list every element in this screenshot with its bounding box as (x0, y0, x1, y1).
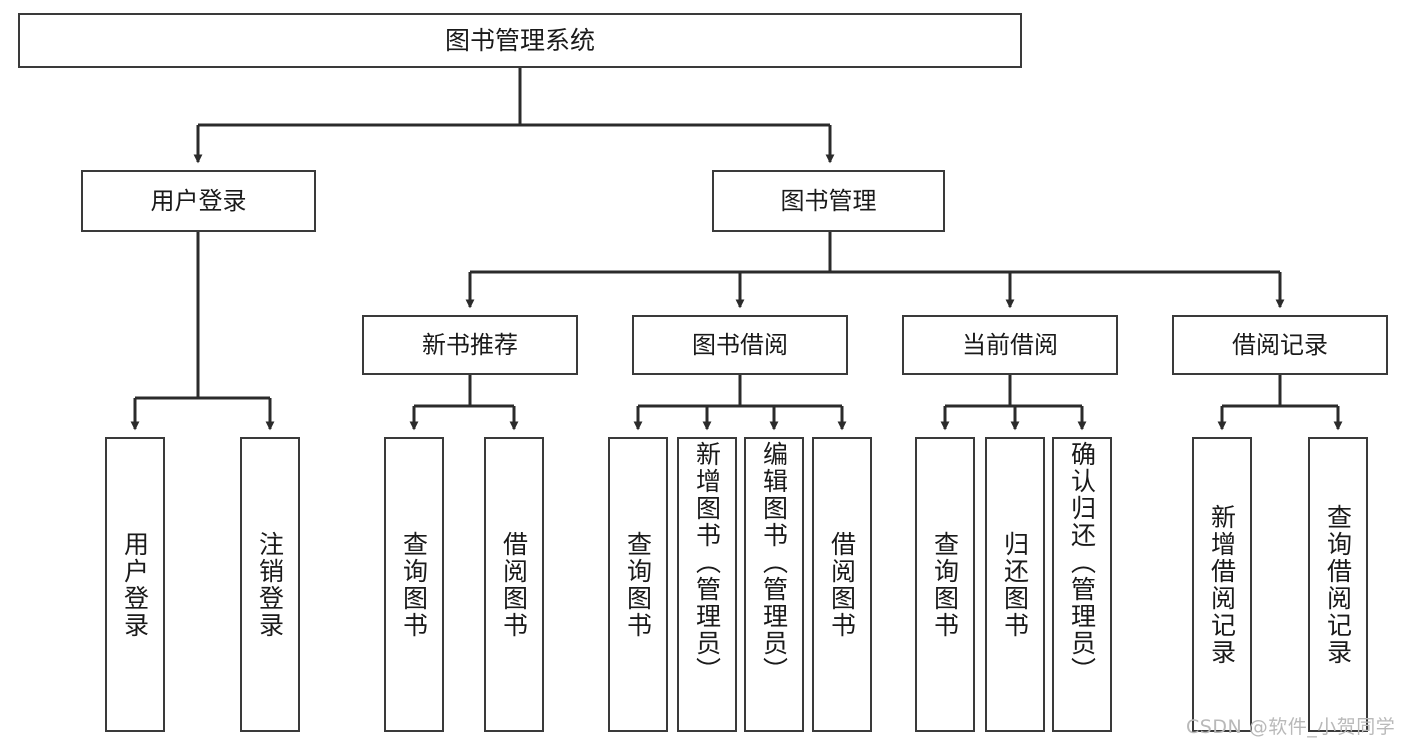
node-book-borrowing[interactable]: 图书借阅 (632, 315, 848, 375)
node-label: 确认归还（管理员） (1067, 441, 1097, 684)
edges-currentborrow-to-leaves (940, 375, 1087, 431)
node-label: 编辑图书（管理员） (759, 441, 789, 684)
node-label: 借阅图书 (827, 530, 857, 639)
leaf-query-books-borrow[interactable]: 查询图书 (608, 437, 668, 732)
node-current-borrowing[interactable]: 当前借阅 (902, 315, 1118, 375)
leaf-borrow-books[interactable]: 借阅图书 (812, 437, 872, 732)
node-label: 归还图书 (1000, 530, 1030, 639)
leaf-return-books[interactable]: 归还图书 (985, 437, 1045, 732)
leaf-user-login[interactable]: 用户登录 (105, 437, 165, 732)
leaf-confirm-return-admin[interactable]: 确认归还（管理员） (1052, 437, 1112, 732)
leaf-query-books-current[interactable]: 查询图书 (915, 437, 975, 732)
edges-bookborrow-to-leaves (633, 375, 847, 431)
node-label: 图书管理 (780, 186, 877, 215)
node-label: 注销登录 (255, 530, 285, 639)
node-label: 新增借阅记录 (1207, 503, 1237, 666)
edges-newbook-to-leaves (409, 375, 519, 431)
leaf-add-book-admin[interactable]: 新增图书（管理员） (677, 437, 737, 732)
node-label: 用户登录 (120, 530, 150, 639)
node-book-management-system[interactable]: 图书管理系统 (18, 13, 1022, 68)
leaf-logout[interactable]: 注销登录 (240, 437, 300, 732)
node-book-management[interactable]: 图书管理 (712, 170, 945, 232)
edges-borrowrecords-to-leaves (1217, 375, 1343, 431)
node-label: 查询借阅记录 (1323, 503, 1353, 666)
leaf-query-borrow-record[interactable]: 查询借阅记录 (1308, 437, 1368, 732)
node-user-login[interactable]: 用户登录 (81, 170, 316, 232)
node-label: 当前借阅 (962, 330, 1058, 359)
node-label: 图书借阅 (692, 330, 788, 359)
node-label: 新增图书（管理员） (692, 441, 722, 684)
watermark-text: CSDN @软件_小贺同学 (1186, 716, 1396, 738)
node-label: 借阅记录 (1232, 330, 1328, 359)
leaf-query-books-recommend[interactable]: 查询图书 (384, 437, 444, 732)
node-label: 用户登录 (150, 186, 247, 215)
node-label: 查询图书 (930, 530, 960, 639)
node-label: 图书管理系统 (444, 25, 595, 55)
node-label: 查询图书 (623, 530, 653, 639)
node-label: 查询图书 (399, 530, 429, 639)
node-borrowing-records[interactable]: 借阅记录 (1172, 315, 1388, 375)
leaf-edit-book-admin[interactable]: 编辑图书（管理员） (744, 437, 804, 732)
edges-root-to-level2 (193, 68, 835, 164)
node-label: 借阅图书 (499, 530, 529, 639)
leaf-borrow-books-recommend[interactable]: 借阅图书 (484, 437, 544, 732)
leaf-add-borrow-record[interactable]: 新增借阅记录 (1192, 437, 1252, 732)
edges-userlogin-to-leaves (130, 232, 275, 431)
edges-bookmgmt-to-level3 (465, 232, 1285, 309)
node-new-book-recommendation[interactable]: 新书推荐 (362, 315, 578, 375)
node-label: 新书推荐 (422, 330, 518, 359)
